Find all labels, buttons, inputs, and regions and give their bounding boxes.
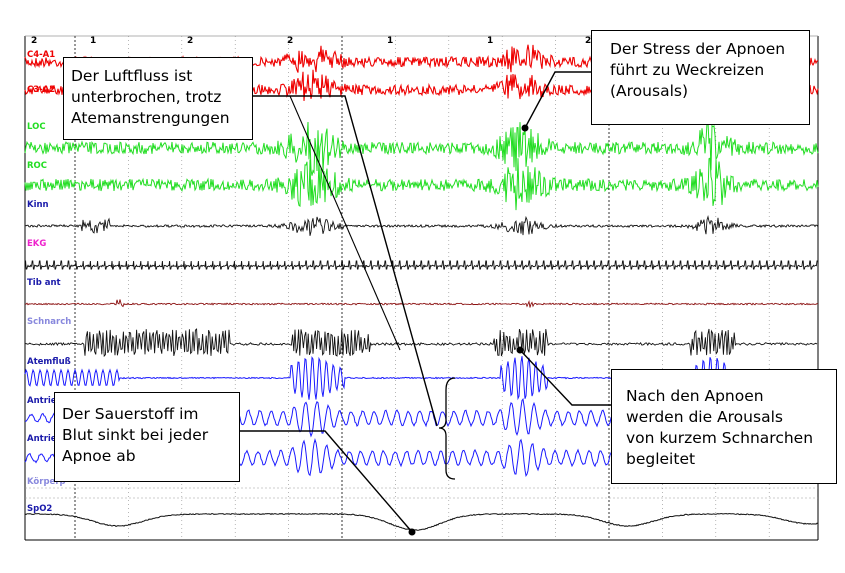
channel-label: Schnarch (27, 317, 71, 327)
pointer-dot (408, 528, 416, 536)
sleep-stage-number: 1 (487, 36, 493, 46)
pointer-dot (521, 124, 529, 132)
channel-label: Atemfluß (27, 357, 71, 367)
callout-airflow-interrupted: Der Luftfluss ist unterbrochen, trotz At… (63, 57, 253, 140)
channel-label: C4-A1 (27, 50, 55, 60)
eog-trace (24, 157, 819, 211)
channel-label: SpO2 (27, 504, 52, 514)
callout-line: Blut sinkt bei jeder (62, 426, 209, 444)
sleep-stage-number: 2 (585, 36, 591, 46)
sleep-stage-number: 2 (287, 36, 293, 46)
callout-line: Der Stress der Apnoen (610, 40, 786, 58)
snore-trace (24, 328, 818, 358)
channel-label: Antrieb (27, 396, 63, 406)
callout-line: Apnoe ab (62, 447, 136, 465)
callout-line: Der Luftfluss ist (71, 67, 193, 85)
callout-line: begleitet (626, 450, 696, 468)
pointer-line (519, 349, 611, 406)
callout-line: werden die Arousals (626, 408, 783, 426)
callout-oxygen-drop: Der Sauerstoff im Blut sinkt bei jeder A… (54, 392, 240, 482)
channel-label: C3-A2 (27, 85, 55, 95)
callout-line: Nach den Apnoen (626, 387, 764, 405)
callout-arousals: Der Stress der Apnoen führt zu Weckreize… (591, 30, 810, 125)
channel-label: Körperp (27, 477, 66, 487)
ecg-trace (25, 260, 818, 270)
curly-brace (438, 377, 456, 480)
sleep-stage-number: 2 (31, 36, 37, 46)
callout-line: Atemanstrengungen (71, 109, 230, 127)
callout-line: Der Sauerstoff im (62, 405, 199, 423)
sleep-stage-number: 1 (387, 36, 393, 46)
channel-label: Antrieb (27, 434, 63, 444)
pointer-dot (516, 346, 524, 354)
tibialis-trace (24, 299, 819, 308)
callout-line: (Arousals) (610, 82, 688, 100)
channel-label: EKG (27, 239, 46, 249)
pointer-line (289, 95, 401, 351)
channel-label: LOC (27, 122, 46, 132)
sleep-stage-number: 1 (90, 36, 96, 46)
callout-snoring: Nach den Apnoen werden die Arousals von … (611, 369, 837, 484)
channel-label: Tib ant (27, 278, 61, 288)
callout-line: führt zu Weckreizen (610, 61, 765, 79)
sleep-stage-markers: 2 1 2 2 1 1 2 (31, 36, 591, 46)
callout-line: unterbrochen, trotz (71, 88, 222, 106)
pointer-line (253, 95, 438, 427)
channel-label: ROC (27, 161, 47, 171)
spo2-trace (24, 512, 819, 531)
pointer-line (240, 430, 413, 533)
callout-pointers (240, 71, 611, 536)
sleep-stage-number: 2 (187, 36, 193, 46)
chin-emg-trace (24, 214, 819, 236)
eog-trace (24, 121, 819, 176)
pointer-line (524, 71, 591, 129)
channel-label: Kinn (27, 200, 49, 210)
callout-line: von kurzem Schnarchen (626, 429, 814, 447)
